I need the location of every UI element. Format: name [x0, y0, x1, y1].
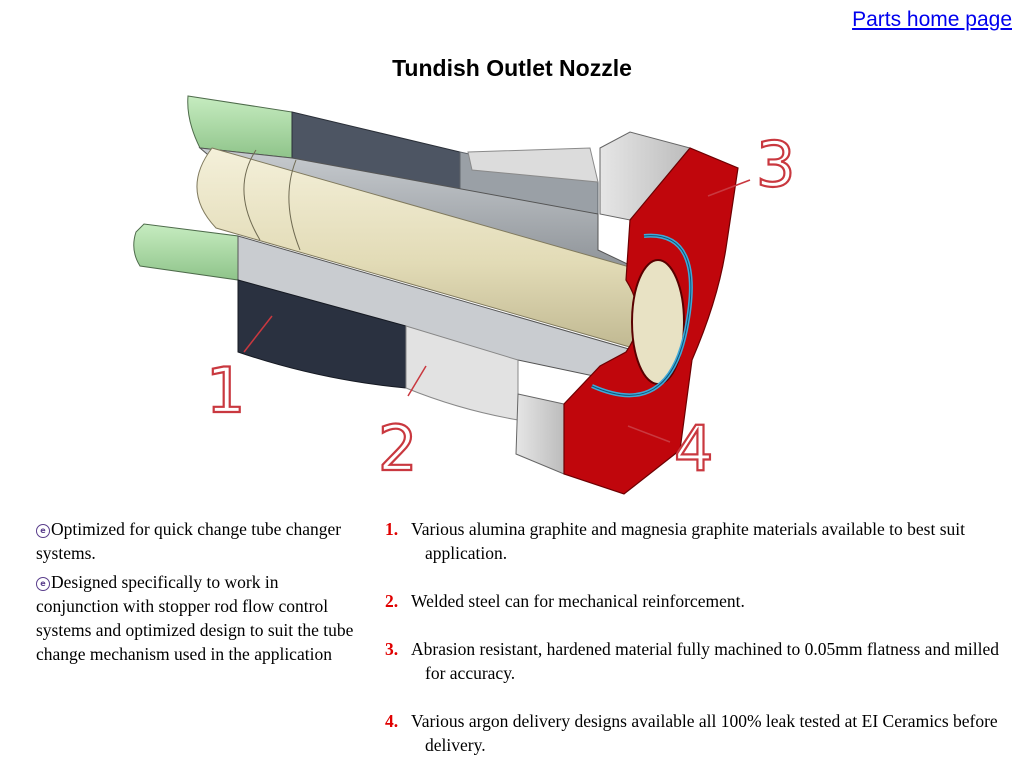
- callout-1-leader: [243, 315, 273, 353]
- part-description: Various alumina graphite and magnesia gr…: [411, 519, 965, 563]
- lower-wall: [133, 223, 661, 475]
- part-item-2: 2. Welded steel can for mechanical reinfo…: [385, 589, 1005, 613]
- feature-text: Designed specifically to work in conjunc…: [36, 572, 354, 664]
- outlet-flange: [563, 131, 739, 495]
- callout-4-leader: [627, 425, 671, 443]
- part-item-4: 4. Various argon delivery designs availab…: [385, 709, 1005, 757]
- part-item-3: 3. Abrasion resistant, hardened material …: [385, 637, 1005, 685]
- callout-4: 4: [674, 412, 713, 485]
- callout-2-leader: [407, 365, 427, 397]
- upper-light-can: [467, 147, 599, 183]
- callout-3-leader: [707, 179, 751, 197]
- callout-3: 3: [756, 128, 795, 201]
- lower-green-end: [133, 223, 239, 281]
- parts-home-page-link[interactable]: Parts home page: [852, 8, 1012, 31]
- callout-1: 1: [206, 354, 245, 427]
- part-description: Various argon delivery designs available…: [411, 711, 998, 755]
- bullet-icon: e: [36, 524, 50, 538]
- bullet-icon: e: [36, 577, 50, 591]
- part-item-1: 1. Various alumina graphite and magnesia …: [385, 517, 1005, 565]
- callout-2: 2: [378, 412, 417, 485]
- part-number: 1.: [385, 519, 399, 539]
- lower-dark-can: [237, 279, 407, 389]
- part-number: 2.: [385, 591, 399, 611]
- part-description: Abrasion resistant, hardened material fu…: [411, 639, 1000, 683]
- lower-steel-block: [515, 393, 565, 475]
- parts-list: 1. Various alumina graphite and magnesia …: [385, 517, 1005, 781]
- feature-text: Optimized for quick change tube changer …: [36, 519, 342, 563]
- nozzle-illustration: 1 2 3 4: [133, 95, 797, 495]
- part-number: 3.: [385, 639, 399, 659]
- page-title: Tundish Outlet Nozzle: [392, 55, 632, 81]
- part-description: Welded steel can for mechanical reinforc…: [411, 591, 745, 611]
- part-number: 4.: [385, 711, 399, 731]
